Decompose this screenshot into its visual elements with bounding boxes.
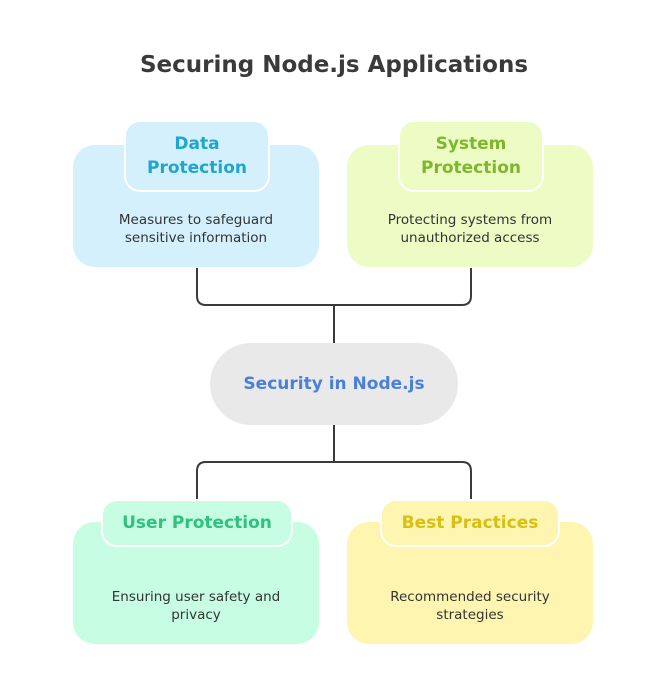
data-protection-title: Data Protection [124, 120, 270, 192]
user-protection-description: Ensuring user safety and privacy [111, 589, 281, 623]
system-protection-description: Protecting systems from unauthorized acc… [387, 212, 553, 246]
system-protection-title: System Protection [398, 120, 544, 192]
best-practices-title: Best Practices [380, 499, 560, 547]
best-practices-description: Recommended security strategies [390, 589, 550, 623]
security-center-node: Security in Node.js [210, 343, 458, 425]
data-protection-card: Measures to safeguard sensitive informat… [73, 145, 319, 267]
connector-bottom [196, 425, 472, 522]
user-protection-title: User Protection [101, 499, 293, 547]
connector-top [196, 268, 472, 343]
diagram-title: Securing Node.js Applications [139, 52, 529, 78]
data-protection-description: Measures to safeguard sensitive informat… [118, 212, 274, 246]
